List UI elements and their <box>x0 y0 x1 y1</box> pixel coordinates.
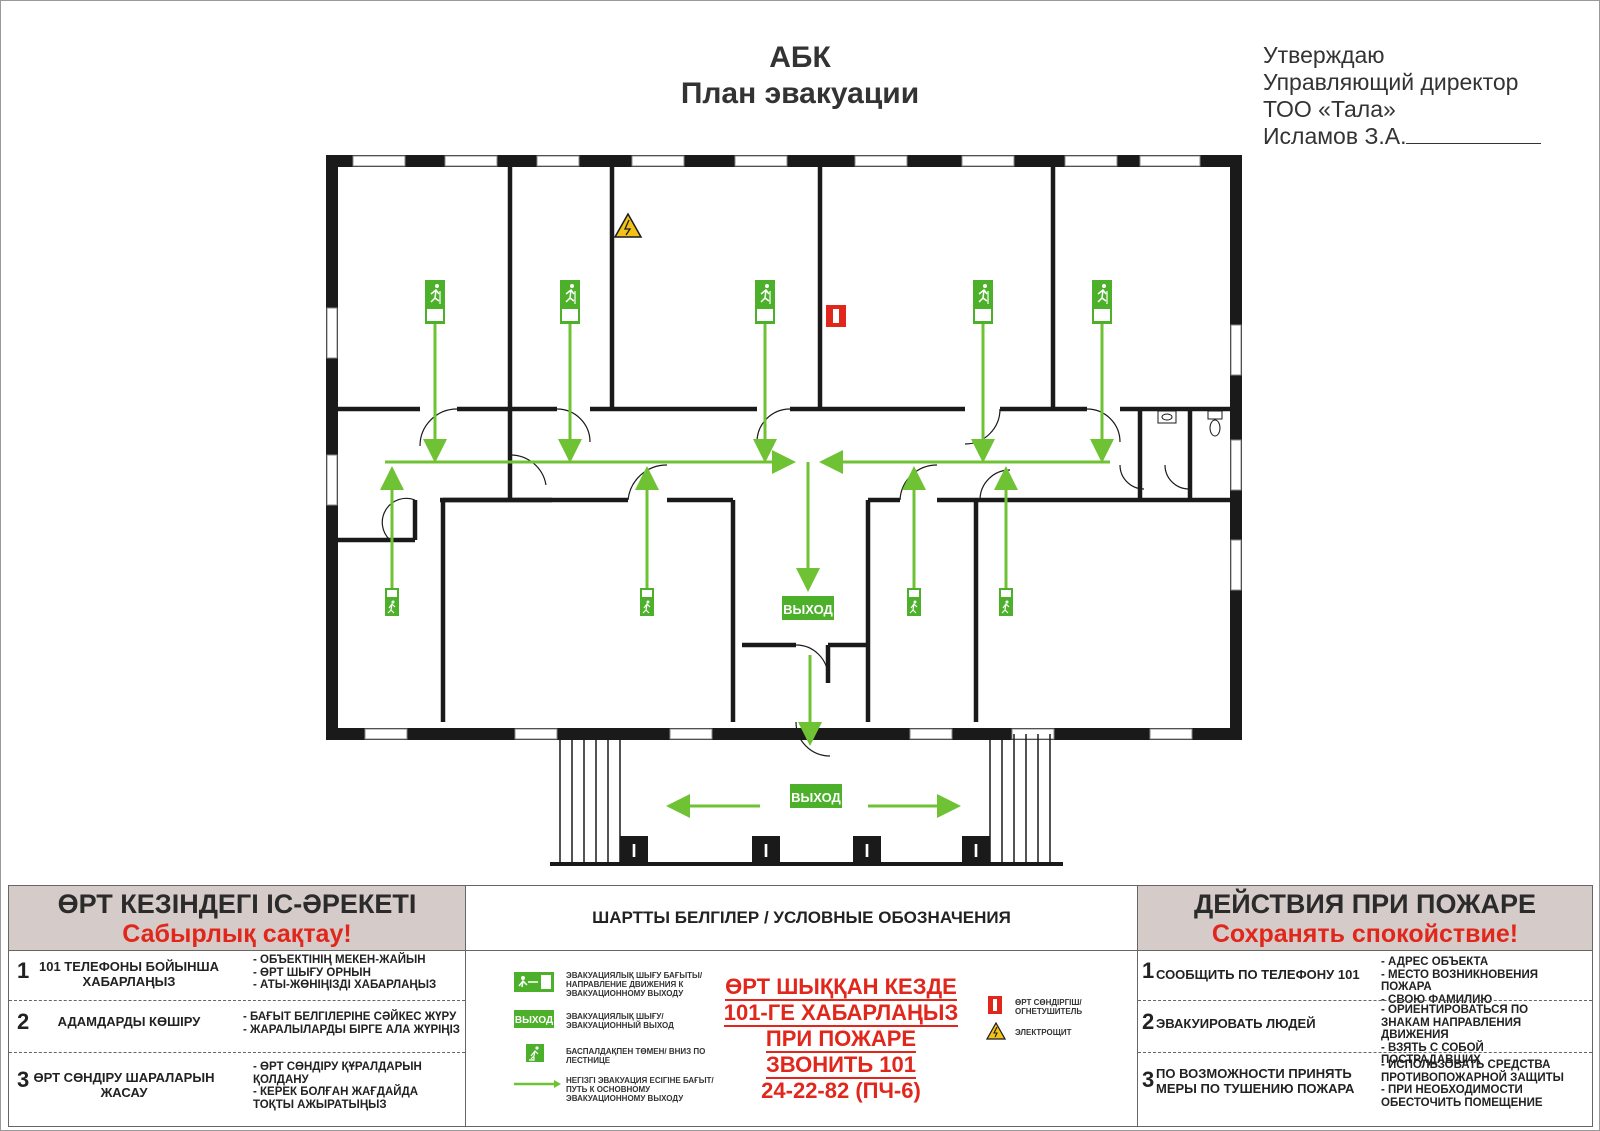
row-divider <box>9 1052 465 1053</box>
legend-divider <box>466 950 1137 951</box>
right-actions-panel: ДЕЙСТВИЯ ПРИ ПОЖАРЕ Сохранять спокойстви… <box>1137 885 1593 1127</box>
left-panel-title: ӨРТ КЕЗІНДЕГІ ІС-ӘРЕКЕТІ <box>57 889 417 919</box>
step-details: - ИСПОЛЬЗОВАТЬ СРЕДСТВА ПРОТИВОПОЖАРНОЙ … <box>1381 1059 1564 1109</box>
evacuation-routes <box>380 322 1114 818</box>
step-number: 3 <box>1142 1067 1155 1092</box>
step-details: - БАҒЫТ БЕЛГІЛЕРІНЕ СӘЙКЕС ЖҮРУ- ЖАРАЛЫЛ… <box>243 1011 461 1036</box>
call-line-1: ӨРТ ШЫҚҚАН КЕЗДЕ <box>725 974 957 1001</box>
call-line-2: 101-ГЕ ХАБАРЛАҢЫЗ <box>723 1000 959 1027</box>
exit-sign-inner: ВЫХОД <box>782 596 834 620</box>
step-details: - ӨРТ СӨНДІРУ ҚҰРАЛДАРЫН ҚОЛДАНУ- КЕРЕК … <box>253 1061 422 1111</box>
step-details: - АДРЕС ОБЪЕКТА- МЕСТО ВОЗНИКНОВЕНИЯ ПОЖ… <box>1381 956 1538 1006</box>
evacuation-sign-icon <box>425 280 445 324</box>
legend-text: БАСПАЛДАҚПЕН ТӨМЕН/ ВНИЗ ПО ЛЕСТНИЦЕ <box>566 1047 706 1065</box>
step-details: - ОРИЕНТИРОВАТЬСЯ ПО ЗНАКАМ НАПРАВЛЕНИЯ … <box>1381 1004 1529 1066</box>
evacuation-sign-icon <box>560 280 580 324</box>
step-action: СООБЩИТЬ ПО ТЕЛЕФОНУ 101 <box>1156 967 1360 982</box>
call-line-4: ЗВОНИТЬ 101 <box>765 1052 916 1079</box>
extinguisher-icon <box>826 305 846 327</box>
approve-line-3: ТОО «Тала» <box>1263 96 1396 122</box>
electric-panel-icon <box>613 212 643 238</box>
exit-label: ВЫХОД <box>783 602 833 617</box>
svg-text:I: I <box>631 841 636 861</box>
row-divider <box>1138 1000 1592 1001</box>
interior-walls <box>338 165 1230 722</box>
approve-line-4: Исламов З.А. <box>1263 123 1542 150</box>
plan-subtitle: План эвакуации <box>680 77 920 110</box>
call-line-5: 24-22-82 (ПЧ-6) <box>761 1078 921 1103</box>
stairs-sign-icon <box>999 588 1013 616</box>
svg-text:I: I <box>864 841 869 861</box>
step-details: - ОБЪЕКТІНІҢ МЕКЕН-ЖАЙЫН- ӨРТ ШЫҒУ ОРНЫН… <box>253 954 437 991</box>
step-action: ЭВАКУИРОВАТЬ ЛЮДЕЙ <box>1156 1016 1316 1031</box>
right-panel-title: ДЕЙСТВИЯ ПРИ ПОЖАРЕ <box>1193 889 1537 919</box>
floor-plan: I I I I В <box>326 155 1242 866</box>
porch-columns: I I I I <box>620 836 990 864</box>
stairs-sign-icon <box>385 588 399 616</box>
left-panel-subtitle: Сабырлық сақтау! <box>122 920 352 948</box>
left-actions-panel: ӨРТ КЕЗІНДЕГІ ІС-ӘРЕКЕТІ Сабырлық сақтау… <box>8 885 466 1127</box>
step-number: 2 <box>17 1009 30 1034</box>
legend-text: ЭВАКУАЦИЯЛЫҚ ШЫҒУ/ ЭВАКУАЦИОННЫЙ ВЫХОД <box>566 1012 674 1030</box>
approve-line-2: Управляющий директор <box>1263 69 1519 95</box>
legend-text: ӨРТ СӨНДІРГІШ/ ОГНЕТУШИТЕЛЬ <box>1015 998 1083 1016</box>
windows <box>326 155 1242 740</box>
exit-label: ВЫХОД <box>791 790 841 805</box>
right-panel-subtitle: Сохранять спокойствие! <box>1211 920 1519 948</box>
building-name: АБК <box>769 41 831 74</box>
stairs-down-sign-icon <box>526 1044 544 1062</box>
extinguisher-icon <box>988 996 1002 1014</box>
legend-title: ШАРТТЫ БЕЛГІЛЕР / УСЛОВНЫЕ ОБОЗНАЧЕНИЯ <box>592 908 1011 927</box>
outer-walls <box>326 155 1242 740</box>
step-number: 1 <box>17 958 30 983</box>
signature-line <box>1406 125 1542 144</box>
approval-block: Утверждаю Управляющий директор ТОО «Тала… <box>1263 42 1542 150</box>
electric-panel-icon <box>986 1022 1006 1040</box>
evacuation-sign-icon <box>1092 280 1112 324</box>
stairs-sign-icon <box>907 588 921 616</box>
evacuation-sign-icon <box>973 280 993 324</box>
step-action: АДАМДАРДЫ КӨШІРУ <box>57 1014 201 1029</box>
step-number: 1 <box>1142 958 1155 983</box>
step-action: ӨРТ СӨНДІРУ ШАРАЛАРЫН ЖАСАУ <box>33 1070 215 1100</box>
left-panel-header: ӨРТ КЕЗІНДЕГІ ІС-ӘРЕКЕТІ Сабырлық сақтау… <box>9 886 465 951</box>
step-action: 101 ТЕЛЕФОНЫ БОЙЫНША ХАБАРЛАҢЫЗ <box>38 959 219 989</box>
exit-sign-icon: ВЫХОД <box>514 1010 554 1028</box>
evacuation-sign-icon <box>755 280 775 324</box>
svg-text:I: I <box>973 841 978 861</box>
svg-text:I: I <box>763 841 768 861</box>
row-divider <box>1138 1052 1592 1053</box>
call-line-3: ПРИ ПОЖАРЕ <box>765 1026 917 1053</box>
approver-name: Исламов З.А. <box>1263 123 1407 149</box>
stairs-sign-icon <box>640 588 654 616</box>
step-action: ПО ВОЗМОЖНОСТИ ПРИНЯТЬ МЕРЫ ПО ТУШЕНИЮ П… <box>1156 1066 1355 1096</box>
step-number: 2 <box>1142 1009 1155 1034</box>
step-number: 3 <box>17 1067 30 1092</box>
legend-text: ЭЛЕКТРОЩИТ <box>1015 1028 1072 1037</box>
legend-text: НЕГІЗГІ ЭВАКУАЦИЯ ЕСІГІНЕ БАҒЫТ/ ПУТЬ К … <box>566 1076 714 1103</box>
svg-text:ВЫХОД: ВЫХОД <box>515 1015 553 1026</box>
evacuation-direction-sign-icon <box>514 972 554 992</box>
wc-fixtures <box>1157 410 1223 437</box>
emergency-call-block: ӨРТ ШЫҚҚАН КЕЗДЕ 101-ГЕ ХАБАРЛАҢЫЗ ПРИ П… <box>711 974 971 1104</box>
legend-text: ЭВАКУАЦИЯЛЫҚ ШЫҒУ БАҒЫТЫ/ НАПРАВЛЕНИЕ ДВ… <box>566 971 703 998</box>
plan-title: АБК План эвакуации <box>640 40 960 112</box>
approve-line-1: Утверждаю <box>1263 42 1385 68</box>
direction-signs <box>385 280 1112 616</box>
right-panel-header: ДЕЙСТВИЯ ПРИ ПОЖАРЕ Сохранять спокойстви… <box>1138 886 1592 951</box>
exit-sign-main: ВЫХОД <box>790 784 842 808</box>
route-arrow-icon <box>514 1080 561 1088</box>
legend-panel: ШАРТТЫ БЕЛГІЛЕР / УСЛОВНЫЕ ОБОЗНАЧЕНИЯ Э… <box>465 885 1138 1127</box>
row-divider <box>9 1000 465 1001</box>
